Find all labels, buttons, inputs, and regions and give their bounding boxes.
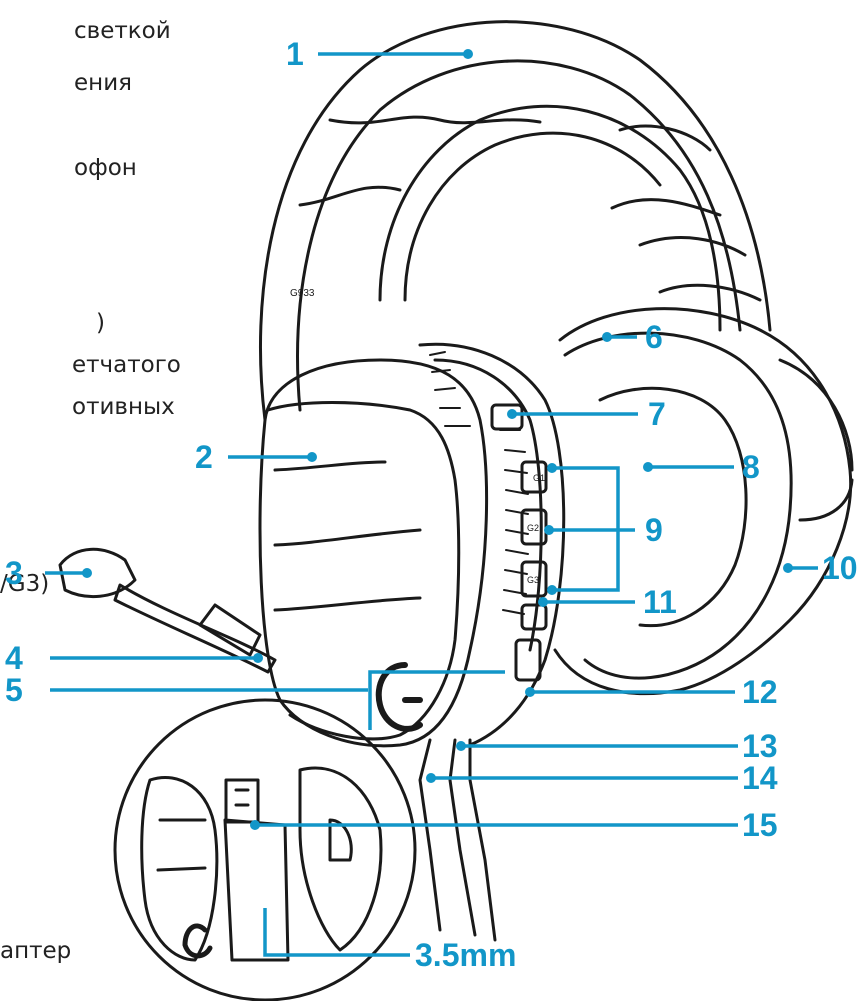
model-label: G933: [290, 288, 315, 299]
callout-9: 9: [645, 512, 663, 548]
right-earcup-shell: [553, 307, 853, 696]
text-fragment: /G3): [0, 571, 50, 597]
text-fragment: аптер: [0, 938, 72, 964]
left-earcup: [258, 358, 489, 748]
callout-4: 4: [5, 640, 23, 676]
callout-2: 2: [195, 439, 213, 475]
callout-12: 12: [742, 674, 778, 710]
callout-7: 7: [648, 396, 666, 432]
g2-button-label: G2: [527, 523, 539, 533]
g-logo: [375, 662, 423, 732]
text-fragment: отивных: [72, 394, 175, 420]
usb-inset: [113, 698, 417, 1001]
right-earpad: [563, 331, 793, 680]
callout-14: 14: [742, 760, 778, 796]
g1-button-label: G1: [533, 473, 545, 483]
g3-button-label: G3: [527, 575, 539, 585]
callout-10: 10: [822, 550, 858, 586]
callout-6: 6: [645, 319, 663, 355]
side-panel: [266, 401, 461, 741]
callout-5: 5: [5, 672, 23, 708]
callout-3: 3: [5, 555, 23, 591]
callout-1: 1: [286, 36, 304, 72]
text-fragment: ения: [74, 70, 132, 96]
callout-8: 8: [742, 449, 760, 485]
headband: [258, 20, 772, 422]
callout-11: 11: [643, 584, 677, 620]
callout-13: 13: [742, 728, 778, 764]
mic-boom: [113, 583, 277, 674]
text-fragment: офон: [74, 155, 137, 181]
text-fragment: етчатого: [72, 352, 181, 378]
text-fragment: ): [96, 310, 105, 336]
callout-15: 15: [742, 807, 778, 843]
text-fragment: светкой: [74, 18, 171, 44]
callout-3-5mm: 3.5mm: [415, 937, 517, 973]
usb-dongle: [223, 818, 290, 962]
